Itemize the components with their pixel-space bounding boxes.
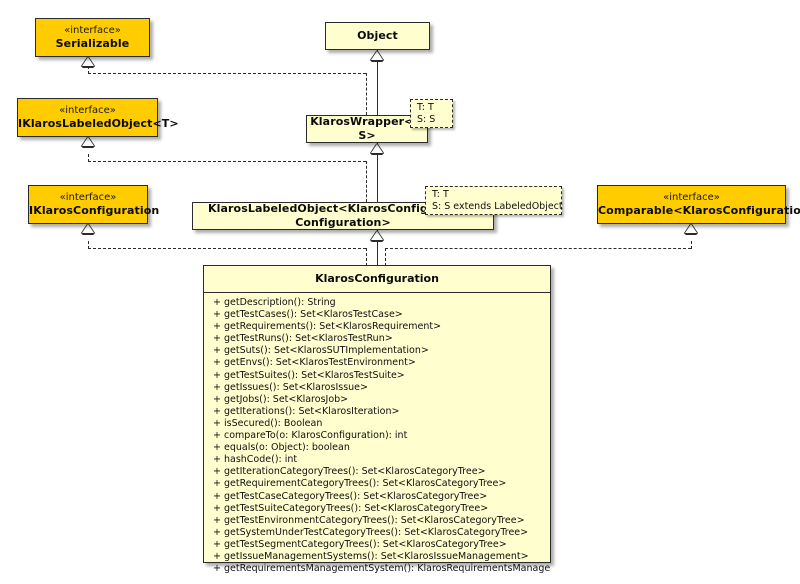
node-title: KlarosWrapper<T, S>: [310, 115, 424, 142]
arrowhead-serializable-realization: [82, 57, 94, 66]
node-title: Comparable<KlarosConfiguration>: [598, 204, 800, 217]
method-row: + getTestSegmentCategoryTrees(): Set<Kla…: [213, 538, 507, 550]
method-row: + getRequirementCategoryTrees(): Set<Kla…: [213, 478, 507, 490]
edge-iconfig-run: [88, 248, 366, 249]
edge-object-to-klaroswrapper: [377, 50, 378, 115]
node-iklaroslabeledobject[interactable]: «interface» IKlarosLabeledObject<T>: [17, 98, 179, 137]
edge-ilabeled-drop: [366, 161, 367, 202]
node-title: Serializable: [55, 37, 130, 50]
method-row: + hashCode(): int: [213, 454, 298, 466]
method-row: + getTestSuiteCategoryTrees(): Set<Klaro…: [213, 502, 489, 514]
stereotype-label: «interface»: [59, 192, 117, 203]
edge-klaroslabeledobject-to-klarosconfiguration: [377, 230, 378, 265]
stereotype-label: «interface»: [663, 192, 720, 203]
method-row: + getDescription(): String: [213, 297, 336, 308]
node-title: IKlarosConfiguration: [29, 204, 160, 217]
method-row: + getTestEnvironmentCategoryTrees(): Set…: [213, 514, 525, 526]
edge-klaroswrapper-to-klaroslabeledobject: [377, 143, 378, 202]
template-params-klaroslabeledobject: T: T S: S extends LabeledObject: [425, 186, 563, 215]
arrowhead-klaroslabeledobject-generalization: [371, 231, 383, 240]
node-serializable[interactable]: «interface» Serializable: [35, 18, 150, 57]
method-row: + getEnvs(): Set<KlarosTestEnvironment>: [213, 357, 416, 369]
method-row: + getRequirements(): Set<KlarosRequireme…: [213, 321, 442, 333]
edge-comparable-riser: [691, 241, 692, 249]
edge-ilabeled-run: [88, 161, 366, 162]
method-row: + getSystemUnderTestCategoryTrees(): Set…: [213, 526, 529, 538]
edge-comparable-drop: [385, 248, 386, 266]
method-row: + getSuts(): Set<KlarosSUTImplementation…: [213, 345, 429, 357]
template-param-line-1: T: T: [417, 102, 434, 113]
method-row: + getIssues(): Set<KlarosIssue>: [213, 381, 368, 393]
node-title: IKlarosLabeledObject<T>: [18, 117, 179, 130]
node-klaroswrapper[interactable]: KlarosWrapper<T, S>: [306, 115, 428, 143]
edge-serializable-riser: [88, 66, 89, 74]
stereotype-label: «interface»: [64, 25, 121, 36]
arrowhead-object-generalization: [371, 51, 383, 60]
template-param-line-2: S: S: [417, 113, 436, 125]
arrowhead-comparable-realization: [685, 224, 697, 233]
node-comparable[interactable]: «interface» Comparable<KlarosConfigurati…: [597, 185, 800, 224]
method-row: + getTestSuites(): Set<KlarosTestSuite>: [213, 369, 405, 381]
method-row: + getTestCaseCategoryTrees(): Set<Klaros…: [213, 490, 488, 502]
edge-iconfig-riser: [88, 241, 89, 249]
template-param-line-2: S: S extends LabeledObject: [432, 200, 563, 212]
node-iklarosconfiguration[interactable]: «interface» IKlarosConfiguration: [28, 185, 160, 224]
template-param-line-1: T: T: [432, 189, 449, 200]
node-title: KlarosLabeledObject<KlarosConfiguration,…: [208, 202, 478, 229]
method-row: + getTestCases(): Set<KlarosTestCase>: [213, 309, 403, 321]
arrowhead-klaroswrapper-generalization: [371, 144, 383, 153]
edge-serializable-drop: [366, 73, 367, 115]
method-row: + getIterations(): Set<KlarosIteration>: [213, 405, 400, 417]
edge-serializable-run: [88, 73, 366, 74]
node-klarosconfiguration[interactable]: KlarosConfiguration + getDescription(): …: [203, 265, 551, 574]
arrowhead-ilabeled-realization: [82, 137, 94, 146]
class-title: KlarosConfiguration: [204, 266, 550, 293]
stereotype-label: «interface»: [59, 105, 116, 116]
method-row: + isSecured(): Boolean: [213, 417, 323, 429]
node-title: Object: [357, 29, 398, 42]
method-row: + getJobs(): Set<KlarosJob>: [213, 393, 349, 405]
node-object[interactable]: Object: [325, 22, 430, 50]
method-row: + getRequirementsManagementSystem(): Kla…: [213, 563, 550, 575]
edge-ilabeled-riser: [88, 154, 89, 162]
edge-comparable-run: [385, 248, 691, 249]
template-params-klaroswrapper: T: T S: S: [410, 99, 453, 128]
arrowhead-iconfig-realization: [82, 224, 94, 233]
method-row: + getIssueManagementSystems(): Set<Klaro…: [213, 550, 529, 562]
method-row: + compareTo(o: KlarosConfiguration): int: [213, 430, 408, 442]
edge-iconfig-drop: [366, 248, 367, 266]
method-row: + getTestRuns(): Set<KlarosTestRun>: [213, 333, 393, 345]
method-row: + equals(o: Object): boolean: [213, 442, 350, 454]
methods-compartment: + getDescription(): String+ getTestCases…: [204, 293, 550, 580]
method-row: + getIterationCategoryTrees(): Set<Klaro…: [213, 466, 486, 478]
